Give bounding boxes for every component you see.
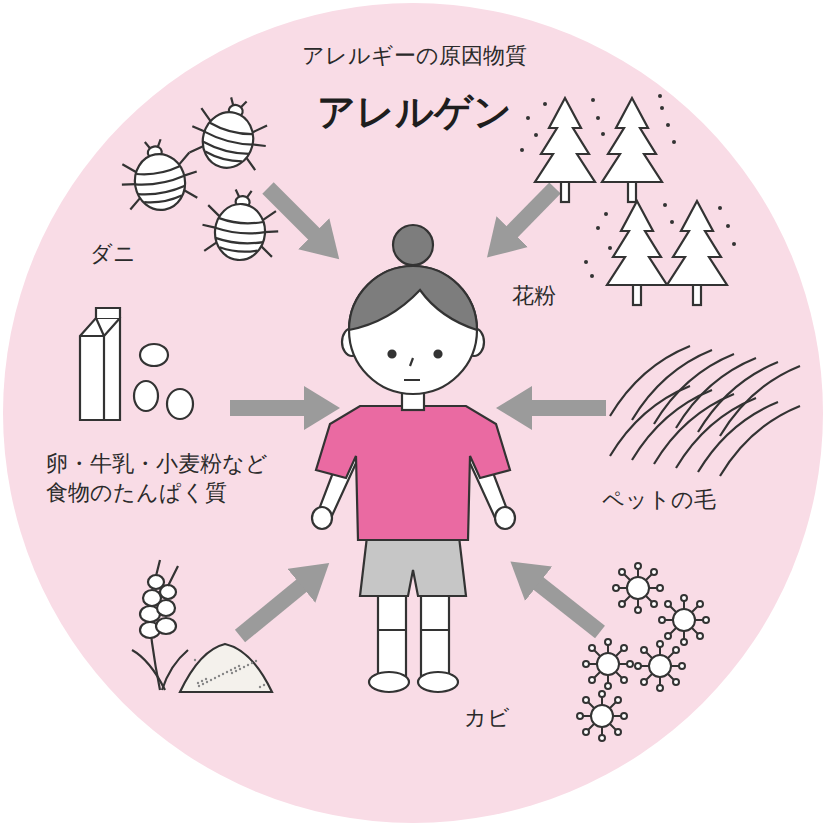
allergen-label: ペットの毛 [602,486,716,515]
allergen-label: 卵・牛乳・小麦粉など 食物のたんぱく質 [46,450,286,507]
arrows [230,188,606,636]
background-circle [3,3,823,823]
tree-icons [520,94,736,305]
wheat-and-flour [132,560,272,692]
allergen-label: カビ [464,704,510,733]
mold-icons [577,563,709,741]
pet-hair [610,346,800,476]
allergen-label: 花粉 [512,282,556,311]
mite-icons [115,90,281,264]
subtitle: アレルギーの原因物質 [302,42,527,71]
child-figure [312,225,515,692]
allergen-label: ダニ [90,240,136,269]
title: アレルゲン [317,88,512,137]
milk-and-eggs [80,308,193,420]
